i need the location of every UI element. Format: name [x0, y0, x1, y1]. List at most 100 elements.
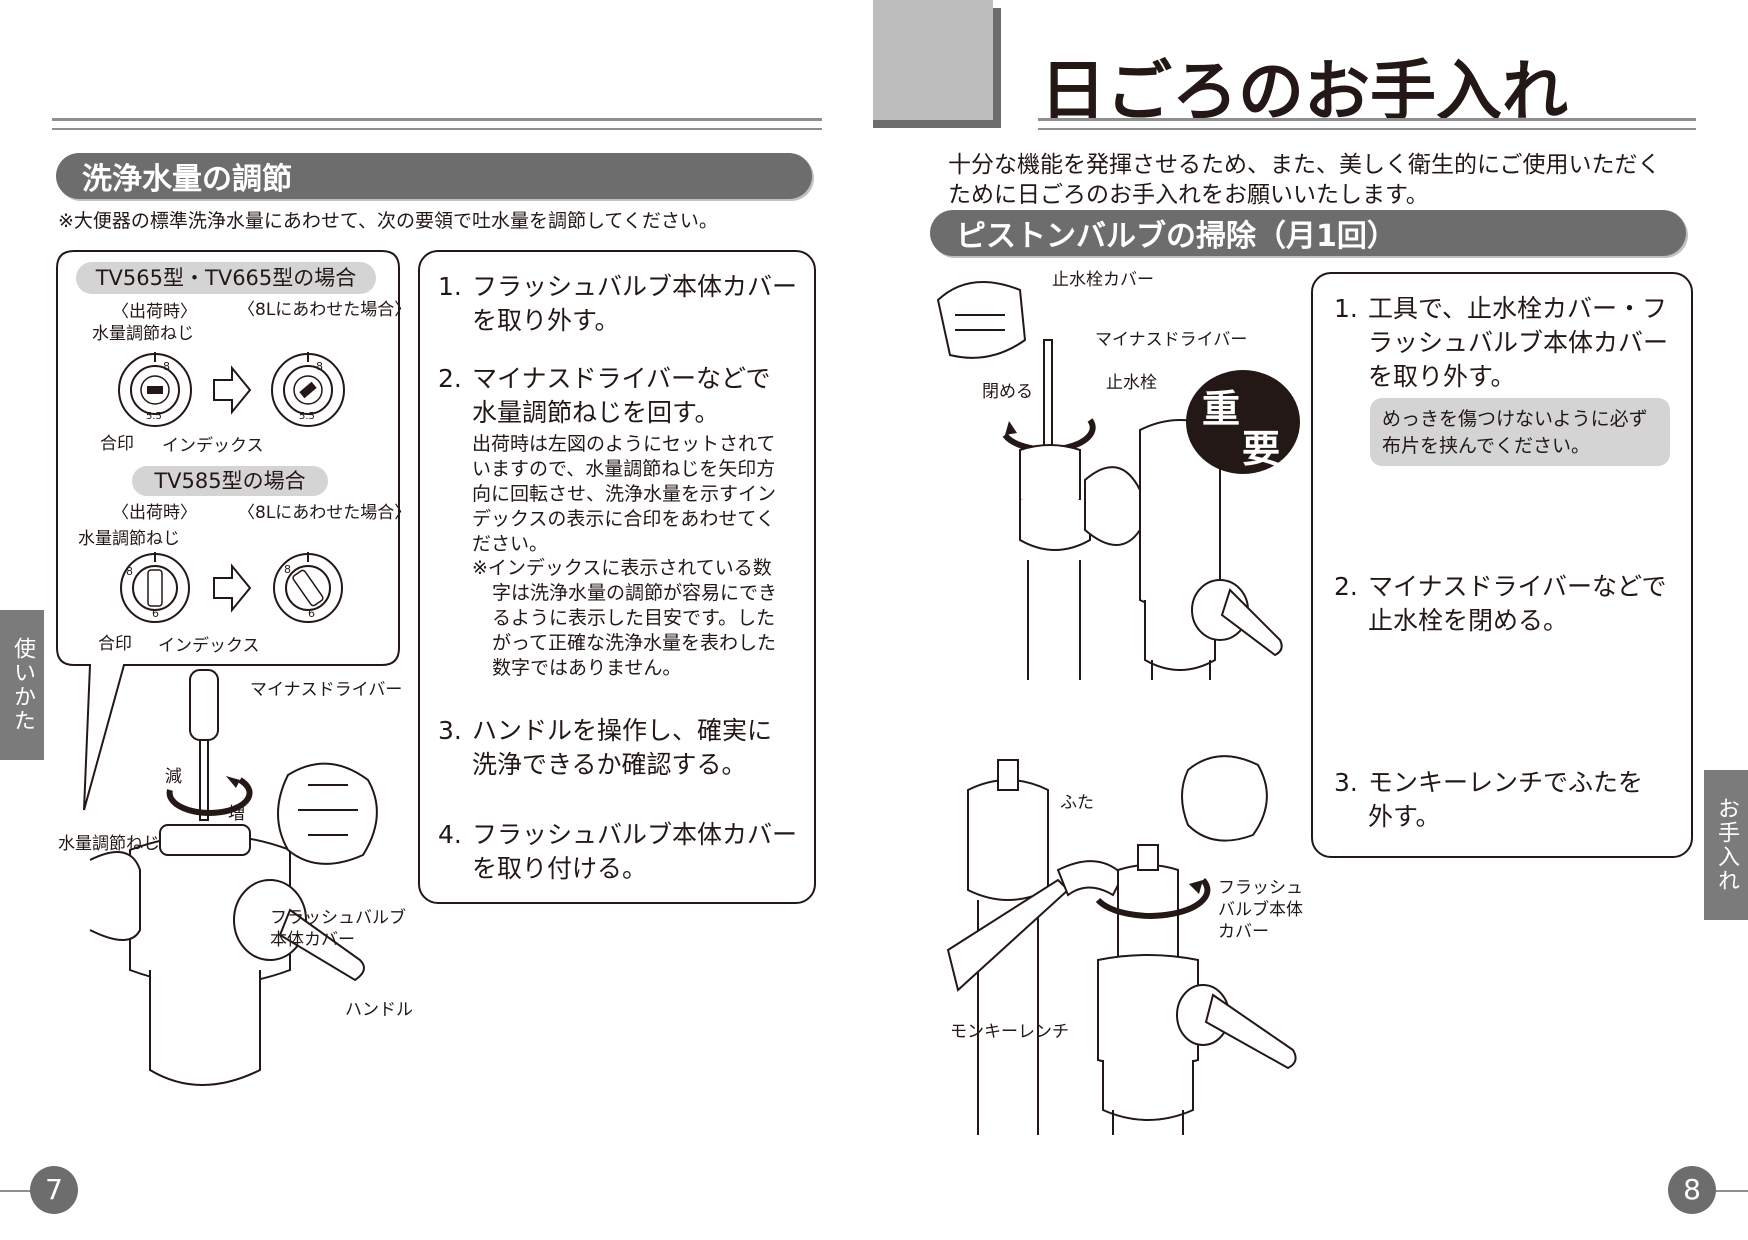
factory-label-b: 〈出荷時〉 [112, 503, 197, 523]
page-number-left: 7 [30, 1166, 78, 1214]
step-text-2: を取り付ける。 [472, 854, 648, 883]
detail-line: デックスの表示に合印をあわせてく [472, 508, 775, 530]
step-num: 1. [1334, 294, 1358, 323]
step-num: 2. [1334, 572, 1358, 601]
title-rule-thin [1038, 128, 1696, 130]
arrow-right-icon [213, 365, 252, 415]
detail-line: ださい。 [472, 533, 549, 555]
increase-label: 増 [228, 804, 245, 824]
page-number-right: 8 [1668, 1166, 1716, 1214]
dial-num-8-b2: 8 [284, 563, 291, 576]
fv-cover-label-2: バルブ本体 [1218, 900, 1303, 920]
cover-label-right: 止水栓カバー [1052, 270, 1154, 290]
mark-label-b: 合印 [98, 634, 132, 654]
section-note: ※大便器の標準洗浄水量にあわせて、次の要領で吐水量を調節してください。 [58, 210, 718, 232]
title-block-shade [873, 0, 993, 120]
header-rule-thin [52, 128, 822, 130]
dial-num-8-a: 8 [163, 360, 170, 373]
index-label-b: インデックス [158, 636, 260, 656]
note-line: がって正確な洗浄水量を表わした [492, 632, 777, 654]
step-text-2: ラッシュバルブ本体カバー [1368, 328, 1669, 357]
wrench-label: モンキーレンチ [950, 1022, 1069, 1042]
caution-box: めっきを傷つけないように必ず 布片を挟んでください。 [1370, 398, 1670, 466]
step-num: 1. [438, 272, 462, 301]
step-text-1: モンキーレンチでふたを [1368, 768, 1644, 797]
step-text-1: マイナスドライバーなどで [472, 364, 771, 393]
step-1-right: 1. 工具で、止水栓カバー・フ ラッシュバルブ本体カバー を取り外す。 [1334, 292, 1684, 402]
dial-num-55-a2: 5.5 [299, 411, 315, 422]
note-line: ※インデックスに表示されている数 [472, 557, 772, 579]
fv-cover-label-3: カバー [1218, 922, 1269, 942]
note-line: るように表示した目安です。した [492, 607, 776, 629]
title-block-edge [993, 8, 1001, 128]
step-text-2: 外す。 [1368, 802, 1441, 831]
dial-adjusted-a-icon [271, 352, 345, 427]
step-text-1: フラッシュバルブ本体カバー [472, 272, 798, 301]
section-title-right: ピストンバルブの掃除（月1回） [956, 219, 1397, 254]
adjusted-label-b: 〈8Lにあわせた場合〉 [238, 503, 412, 523]
driver-label-right: マイナスドライバー [1095, 330, 1248, 350]
valve-label: 止水栓 [1106, 373, 1157, 393]
title-block-bottom [873, 120, 1001, 128]
step-2-right: 2. マイナスドライバーなどで 止水栓を閉める。 [1334, 570, 1684, 640]
intro-text: 十分な機能を発揮させるため、また、美しく衛生的にご使用いただく ために日ごろのお… [948, 150, 1661, 210]
dial-num-6-b2: 6 [308, 607, 315, 620]
note-line: 字は洗浄水量の調節が容易にでき [492, 582, 778, 604]
model-caption-b: TV585型の場合 [132, 466, 328, 496]
side-tab-left: 使いかた [0, 610, 44, 760]
factory-label-a: 〈出荷時〉 [112, 302, 197, 322]
dial-factory-b-icon [120, 552, 190, 623]
step-text-2: を取り外す。 [472, 306, 620, 335]
lid-label: ふた [1060, 793, 1094, 813]
note-line: 数字ではありません。 [492, 657, 682, 679]
step-text-2: 止水栓を閉める。 [1368, 606, 1569, 635]
footer-rule-left [0, 1190, 40, 1192]
important-char-2: 要 [1242, 427, 1281, 471]
wrench-illustration [946, 755, 1297, 1135]
index-label-a: インデックス [162, 436, 264, 456]
valve-cover-icon [277, 762, 378, 865]
steps-box-right [1311, 272, 1693, 858]
step-text-3: を取り外す。 [1368, 362, 1516, 391]
step2-detail: 出荷時は左図のようにセットされて いますので、水量調節ねじを矢印方 向に回転させ… [472, 432, 776, 557]
step-1-left: 1. フラッシュバルブ本体カバー を取り外す。 [438, 270, 808, 340]
flush-valve-adjust-illustration [89, 669, 365, 1086]
decrease-label: 減 [165, 767, 182, 787]
mark-label-a: 合印 [100, 434, 134, 454]
section-title-bar-right: ピストンバルブの掃除（月1回） [930, 210, 1686, 256]
step2-note: ※インデックスに表示されている数 字は洗浄水量の調節が容易にでき るように表示し… [472, 556, 777, 681]
cover-label-left-2: 本体カバー [270, 930, 355, 950]
handle-label: ハンドル [345, 1000, 413, 1020]
step-3-right: 3. モンキーレンチでふたを 外す。 [1334, 766, 1684, 836]
adjusted-label-a: 〈8Lにあわせた場合〉 [238, 300, 412, 320]
section-title-bar: 洗浄水量の調節 [56, 153, 812, 199]
step-num: 3. [438, 716, 462, 745]
dial-num-55-a: 5.5 [146, 411, 162, 422]
detail-line: 向に回転させ、洗浄水量を示すイン [472, 483, 777, 505]
intro-line: ために日ごろのお手入れをお願いいたします。 [948, 182, 1429, 208]
section-title: 洗浄水量の調節 [82, 162, 292, 197]
caution-line: 布片を挟んでください。 [1382, 435, 1591, 457]
valve-close-illustration [936, 281, 1283, 680]
cover-label-left-1: フラッシュバルブ [270, 908, 406, 928]
intro-line: 十分な機能を発揮させるため、また、美しく衛生的にご使用いただく [948, 152, 1661, 178]
step-num: 2. [438, 364, 462, 393]
screw-label-b: 水量調節ねじ [78, 529, 180, 549]
driver-label-left: マイナスドライバー [250, 680, 403, 700]
side-tab-right: お手入れ [1704, 770, 1748, 920]
header-rule [52, 118, 822, 121]
caution-line: めっきを傷つけないように必ず [1382, 408, 1648, 430]
step-text-1: 工具で、止水栓カバー・フ [1368, 294, 1668, 323]
step-num: 3. [1334, 768, 1358, 797]
step-4-left: 4. フラッシュバルブ本体カバー を取り付ける。 [438, 818, 808, 888]
important-badge: 重 要 [1186, 370, 1300, 474]
detail-line: いますので、水量調節ねじを矢印方 [472, 458, 776, 480]
step-text-1: ハンドルを操作し、確実に [472, 716, 773, 745]
footer-rule-right [1708, 1190, 1748, 1192]
screw-label-a: 水量調節ねじ [92, 324, 194, 344]
page-title: 日ごろのお手入れ [1040, 53, 1568, 130]
dial-factory-a-icon [118, 352, 192, 427]
step-2-left: 2. マイナスドライバーなどで 水量調節ねじを回す。 [438, 362, 808, 432]
dial-num-8-b: 8 [126, 565, 133, 578]
title-rule [1038, 118, 1696, 121]
